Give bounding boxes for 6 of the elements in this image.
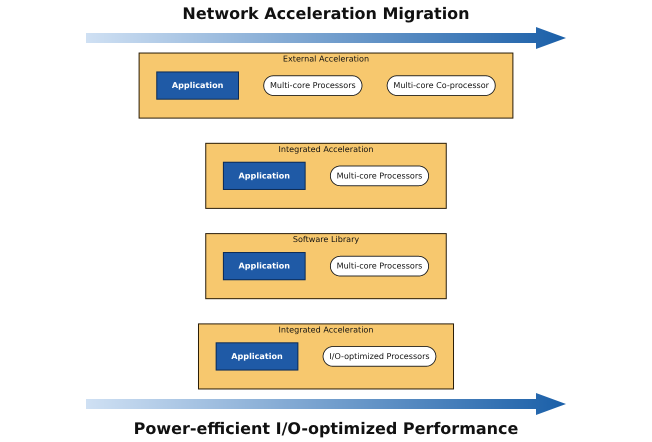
node-box: Application — [156, 71, 239, 100]
node-box: Application — [216, 342, 298, 371]
arrow-caption: Power-efficient I/O-optimized Performance — [134, 419, 518, 438]
node-box: Application — [222, 162, 306, 190]
arrow-caption: Network Acceleration Migration — [182, 4, 470, 23]
node-box: Application — [222, 252, 306, 280]
